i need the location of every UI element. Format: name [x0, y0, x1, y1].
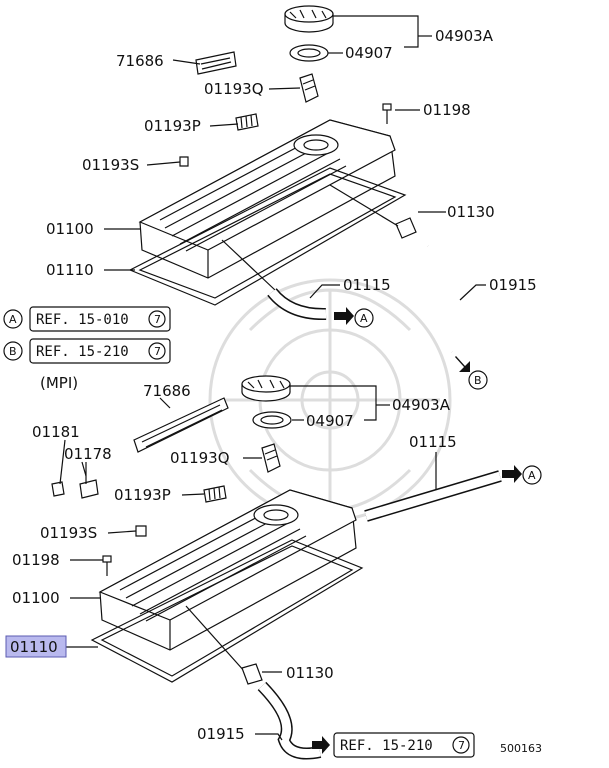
hose-b-upper — [425, 242, 464, 355]
arrow-b-upper-letter: B — [474, 374, 482, 387]
pcv-valve-upper — [329, 184, 417, 239]
leaders-upper — [104, 15, 486, 301]
label-01915-upper: 01915 — [489, 276, 537, 294]
bolt-upper — [382, 103, 392, 124]
ref-b-circle-letter: B — [9, 345, 17, 358]
arrow-a-lower-letter: A — [528, 469, 536, 482]
arrow-a-upper — [334, 307, 374, 328]
hose-b-lower — [257, 681, 322, 760]
label-01193p-lower: 01193P — [114, 486, 171, 504]
label-01193s-lower: 01193S — [40, 524, 97, 542]
valve-cover-upper — [138, 119, 396, 279]
label-01115-lower: 01115 — [409, 433, 457, 451]
label-01110-lower: 01110 — [10, 638, 58, 656]
oil-cap-lower — [241, 375, 291, 402]
sensor-lower — [79, 462, 99, 499]
hose-a-upper — [221, 239, 327, 321]
clip-s-upper — [179, 156, 189, 167]
ref-a-circle-letter: A — [9, 313, 17, 326]
clip-q-lower — [261, 443, 281, 473]
label-71686-lower: 71686 — [143, 382, 191, 400]
label-04903a-lower: 04903A — [392, 396, 451, 414]
ref-box-b — [3, 338, 171, 364]
arrow-ref-lower — [312, 732, 475, 758]
label-01193s-upper: 01193S — [82, 156, 139, 174]
clip-p-lower — [203, 485, 227, 503]
ref-b-text: REF. 15-210 — [36, 344, 129, 360]
ref-b-lower-text: REF. 15-210 — [340, 738, 433, 754]
emblem-upper — [195, 51, 237, 75]
hose-a-lower — [364, 470, 502, 522]
label-01198-upper: 01198 — [423, 101, 471, 119]
leaders-lower — [59, 385, 437, 741]
bracket-lower — [51, 481, 65, 497]
label-71686-upper: 71686 — [116, 52, 164, 70]
label-01193q-lower: 01193Q — [170, 449, 230, 467]
label-01193q-upper: 01193Q — [204, 80, 264, 98]
ref-a-text: REF. 15-010 — [36, 312, 129, 328]
label-04907-upper: 04907 — [345, 44, 393, 62]
clip-p-upper — [235, 113, 259, 131]
label-01100-upper: 01100 — [46, 220, 94, 238]
valve-cover-lower — [98, 489, 357, 651]
label-mpi: (MPI) — [40, 374, 78, 392]
figure-number: 500163 — [500, 742, 542, 755]
ref-box-a — [3, 306, 171, 332]
oil-cap-upper — [284, 5, 334, 33]
label-01181: 01181 — [32, 423, 80, 441]
emblem-lower — [133, 397, 229, 453]
cap-gasket-lower — [252, 411, 292, 429]
label-01198-lower: 01198 — [12, 551, 60, 569]
pcv-valve-lower — [185, 605, 263, 685]
label-04907-lower: 04907 — [306, 412, 354, 430]
ref-b-num: 7 — [154, 345, 161, 358]
gasket-lower — [90, 539, 364, 683]
label-01110-upper: 01110 — [46, 261, 94, 279]
ref-a-num: 7 — [154, 313, 161, 326]
label-01115-upper: 01115 — [343, 276, 391, 294]
highlight-gasket-label — [5, 635, 67, 658]
arrow-a-upper-letter: A — [360, 312, 368, 325]
label-01130-lower: 01130 — [286, 664, 334, 682]
label-01100-lower: 01100 — [12, 589, 60, 607]
gasket-upper — [128, 167, 407, 306]
clip-q-upper — [299, 73, 319, 103]
cap-gasket-upper — [289, 44, 329, 62]
label-01130-upper: 01130 — [447, 203, 495, 221]
ref-b-lower-num: 7 — [458, 739, 465, 752]
arrow-a-lower — [502, 465, 542, 485]
arrow-b-upper — [455, 356, 488, 390]
bolt-lower — [102, 555, 112, 576]
label-04903a-upper: 04903A — [435, 27, 494, 45]
label-01193p-upper: 01193P — [144, 117, 201, 135]
label-01915-lower: 01915 — [197, 725, 245, 743]
label-01178: 01178 — [64, 445, 112, 463]
clip-s-lower — [135, 525, 147, 537]
